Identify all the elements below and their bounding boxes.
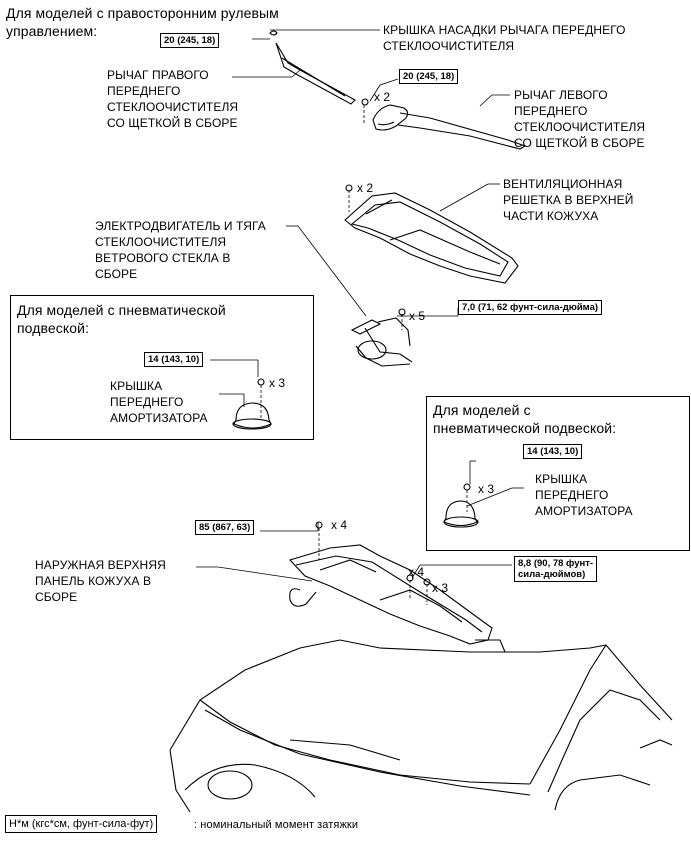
- torque-shock-right: 14 (143, 10): [523, 444, 583, 459]
- torque-rhd-arm: 20 (245, 18): [160, 33, 220, 48]
- left-wiper-arm-drawing: [361, 98, 527, 150]
- rhd-models-note: Для моделей с правосторонним рулевым упр…: [6, 5, 279, 39]
- qty-cowl-nut: x 4: [331, 518, 348, 532]
- qty-motor-bolt: x 5: [409, 309, 426, 323]
- label-shock-cover-left: КРЫШКА ПЕРЕДНЕГО АМОРТИЗАТОРА: [110, 379, 208, 425]
- torque-cowl-bolt: 8,8 (90, 78 фунт- сила-дюймов): [514, 556, 598, 582]
- torque-left-arm: 20 (245, 18): [399, 69, 459, 84]
- qty-cowl-bolt: x 4: [408, 565, 425, 579]
- torque-shock-left: 14 (143, 10): [144, 352, 204, 367]
- air-suspension-box-right: [426, 396, 690, 551]
- air-suspension-box-left: [10, 295, 314, 440]
- left-shock-cover-drawing: [232, 378, 272, 430]
- right-wiper-arm-drawing: [269, 30, 356, 105]
- qty-louver-clip: x 2: [357, 181, 374, 195]
- label-right-wiper-arm: РЫЧАГ ПРАВОГО ПЕРЕДНЕГО СТЕКЛООЧИСТИТЕЛЯ…: [107, 68, 239, 130]
- right-shock-cover-drawing: [443, 483, 479, 528]
- legend-description: : номинальный момент затяжки: [194, 819, 359, 831]
- label-wiper-motor: ЭЛЕКТРОДВИГАТЕЛЬ И ТЯГА СТЕКЛООЧИСТИТЕЛЯ…: [95, 219, 266, 281]
- torque-cowl-nut: 85 (867, 63): [195, 520, 255, 535]
- label-vent-louver: ВЕНТИЛЯЦИОННАЯ РЕШЕТКА В ВЕРХНЕЙ ЧАСТИ К…: [503, 177, 634, 223]
- air-suspension-note-left: Для моделей с пневматической подвеской:: [17, 302, 226, 336]
- label-wiper-cap: КРЫШКА НАСАДКИ РЫЧАГА ПЕРЕДНЕГО СТЕКЛООЧ…: [383, 23, 626, 53]
- legend-unit: Н*м (кгс*см, фунт-сила-фут): [5, 815, 158, 833]
- torque-motor: 7,0 (71, 62 фунт-сила-дюйма): [458, 300, 603, 315]
- vehicle-outline-drawing: [169, 639, 673, 813]
- qty-shock-right-nut: x 3: [478, 482, 495, 496]
- qty-shock-left-nut: x 3: [269, 376, 286, 390]
- label-shock-cover-right: КРЫШКА ПЕРЕДНЕГО АМОРТИЗАТОРА: [535, 472, 633, 518]
- wiper-motor-drawing: [350, 308, 413, 367]
- cowl-louver-drawing: [344, 184, 519, 284]
- qty-cowl-screw: x 3: [432, 581, 449, 595]
- label-cowl-panel: НАРУЖНАЯ ВЕРХНЯЯ ПАНЕЛЬ КОЖУХА В СБОРЕ: [35, 558, 166, 604]
- label-left-wiper-arm: РЫЧАГ ЛЕВОГО ПЕРЕДНЕГО СТЕКЛООЧИСТИТЕЛЯ …: [514, 88, 646, 150]
- air-suspension-note-right: Для моделей с пневматической подвеской:: [433, 402, 617, 436]
- qty-left-arm-nut: x 2: [374, 90, 391, 104]
